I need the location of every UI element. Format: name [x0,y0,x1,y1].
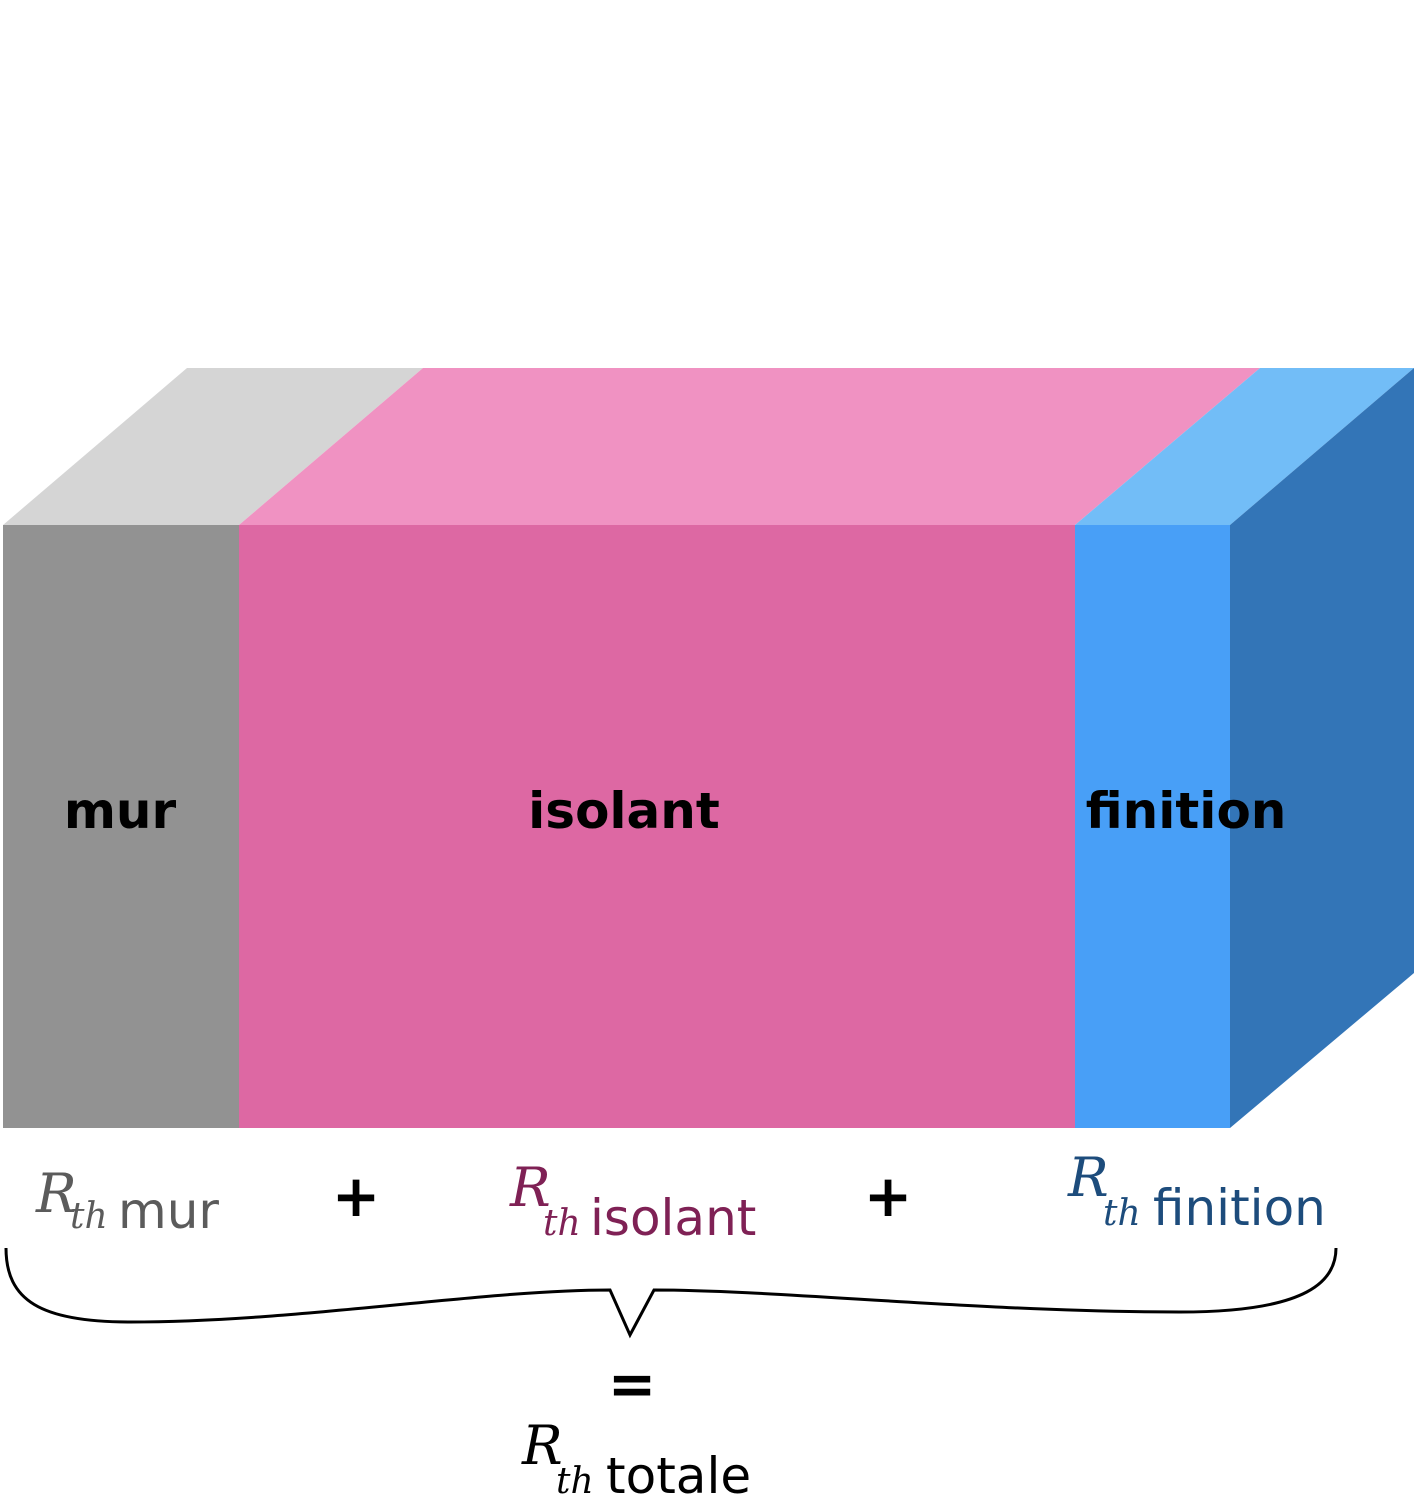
rth-totale-term: R th totale [521,1414,751,1505]
rth-totale-subscript: th [556,1461,594,1502]
mur-label: mur [64,782,177,840]
rth-mur-suffix: mur [118,1182,219,1240]
rth-mur-term: R th mur [35,1162,219,1240]
rth-isolant-subscript: th [543,1203,581,1244]
plus-sign-2: + [864,1162,913,1230]
isolant-front-face [239,525,1075,1128]
rth-finition-suffix: finition [1153,1179,1326,1237]
rth-isolant-symbol: R [509,1156,551,1219]
finition-label: finition [1086,782,1287,840]
finition-side-face [1230,368,1414,1128]
rth-totale-symbol: R [521,1414,563,1477]
mur-top-face [3,368,423,525]
rth-mur-symbol: R [35,1162,77,1225]
isolant-top-face [239,368,1260,525]
mur-front-face [3,525,239,1128]
finition-top-face [1075,368,1414,525]
plus-sign-1: + [332,1162,381,1230]
rth-finition-subscript: th [1103,1193,1141,1234]
rth-finition-term: R th finition [1067,1146,1326,1237]
isolant-label: isolant [528,782,720,840]
rth-mur-subscript: th [70,1196,108,1237]
rth-isolant-term: R th isolant [509,1156,756,1247]
equals-sign: = [608,1350,657,1418]
rth-totale-suffix: totale [606,1447,751,1505]
rth-finition-symbol: R [1067,1146,1109,1209]
finition-front-face [1075,525,1230,1128]
rth-isolant-suffix: isolant [590,1189,756,1247]
grouping-brace [4,1247,1338,1339]
